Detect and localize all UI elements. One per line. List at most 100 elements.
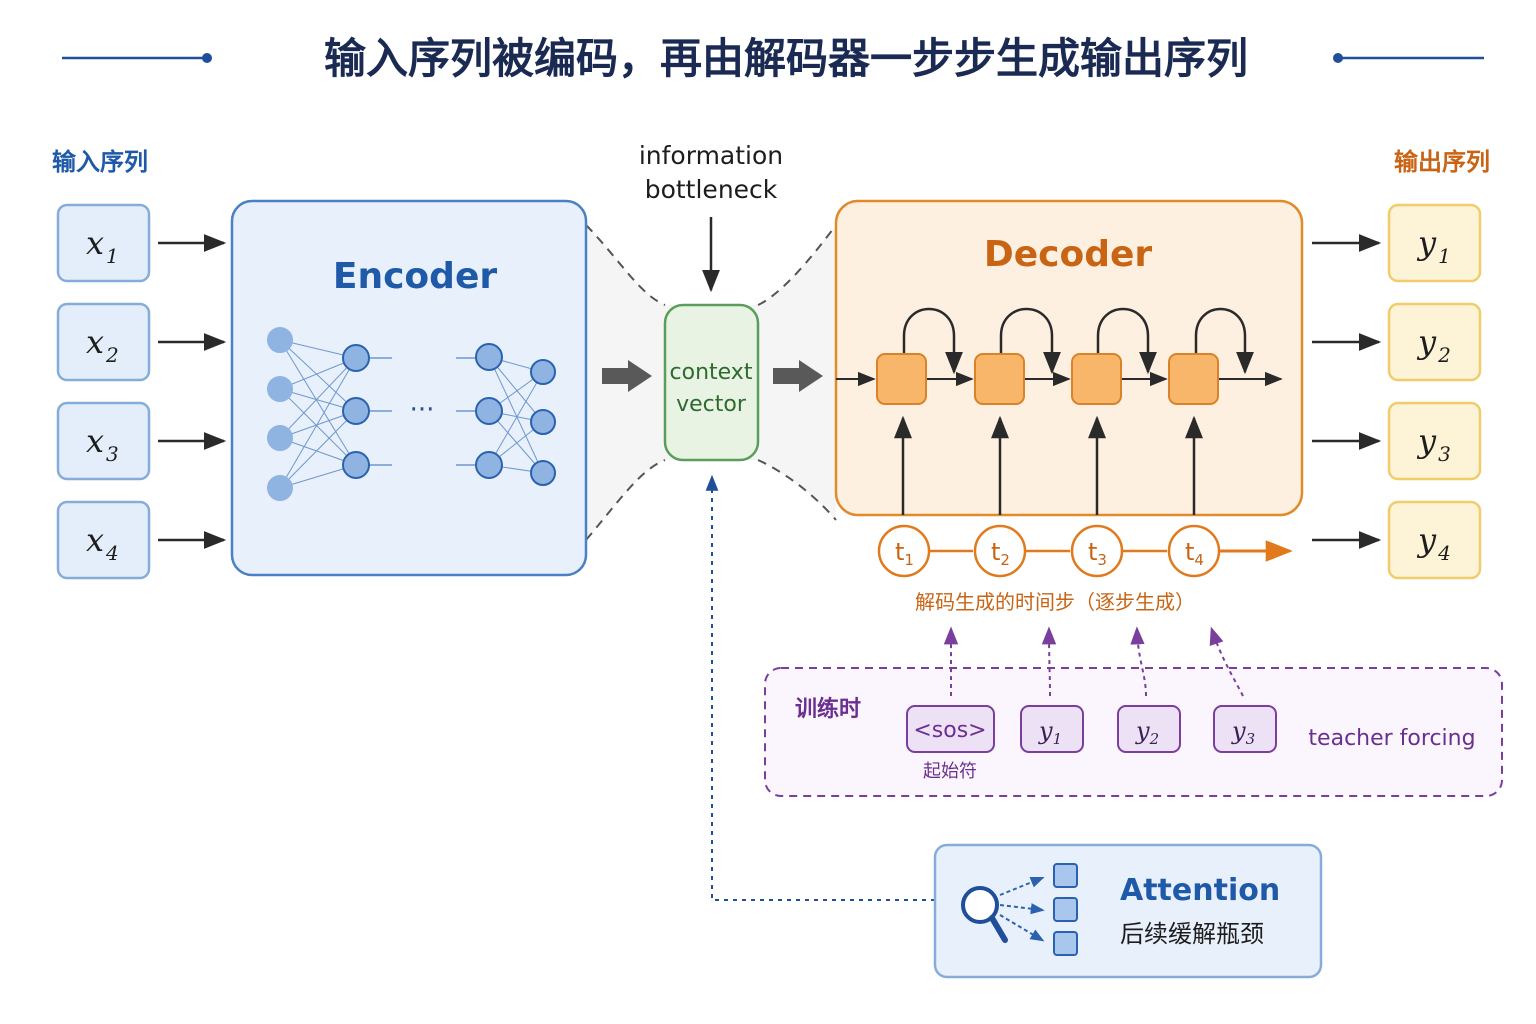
svg-text:y3: y3 (1416, 422, 1451, 466)
teacher-sub: 2 (1149, 730, 1160, 748)
svg-text:x2: x2 (86, 323, 119, 367)
attention-slot (1053, 931, 1078, 956)
timestep: t4 (1167, 524, 1221, 578)
training-region: 训练时 <sos> 起始符 y1 y2 y3 teacher forcing (764, 626, 1503, 797)
output-var: y (1416, 422, 1437, 460)
output-sub: 1 (1438, 244, 1451, 268)
attention-weights (999, 863, 1078, 956)
arrow-icon (1209, 626, 1244, 697)
input-var: x (86, 323, 104, 361)
teacher-forcing-label: teacher forcing (1308, 726, 1475, 751)
input-sub: 3 (106, 442, 119, 466)
arrow-icon (999, 914, 1045, 942)
svg-text:x1: x1 (86, 224, 119, 268)
context-label-line1: context (670, 360, 753, 385)
svg-text:x3: x3 (86, 422, 119, 466)
encoder-box (230, 199, 588, 577)
input-sequence-label: 输入序列 (52, 148, 148, 176)
input-var: x (86, 422, 104, 460)
timestep: t1 (877, 524, 931, 578)
svg-text:t1: t1 (895, 538, 914, 569)
decoder-cell (1071, 353, 1122, 405)
network-edge (279, 388, 357, 466)
encoder-ellipsis: ··· (410, 395, 435, 425)
svg-text:t2: t2 (991, 538, 1010, 569)
svg-text:y4: y4 (1416, 521, 1451, 565)
timestep-sub: 2 (1000, 551, 1010, 569)
input-sub: 4 (105, 541, 119, 565)
output-sub: 2 (1437, 343, 1451, 367)
timestep-sub: 1 (904, 551, 914, 569)
input-sub: 1 (106, 244, 119, 268)
network-node (267, 475, 293, 501)
arrow-icon (1130, 626, 1147, 697)
network-edge (488, 356, 544, 423)
loop-arrow-icon (999, 307, 1061, 375)
svg-text:y1: y1 (1416, 224, 1451, 268)
network-edge (279, 410, 357, 489)
output-var: y (1416, 323, 1437, 361)
output-arrows (1312, 234, 1382, 549)
output-sub: 4 (1437, 541, 1451, 565)
network-node (267, 376, 293, 402)
network-node (267, 425, 293, 451)
arrow-icon (773, 360, 823, 392)
timestep-var: t (1185, 538, 1194, 566)
sos-token: <sos> (906, 705, 995, 753)
teacher-token: y2 (1117, 705, 1181, 753)
network-node (475, 397, 503, 425)
svg-text:t4: t4 (1185, 538, 1204, 569)
svg-text:t3: t3 (1088, 538, 1107, 569)
output-var: y (1416, 224, 1437, 262)
network-edge (488, 356, 544, 474)
page-title: 输入序列被编码，再由解码器一步步生成输出序列 (324, 34, 1248, 83)
input-var: x (86, 224, 104, 262)
network-edge (279, 339, 357, 466)
network-node (342, 344, 370, 372)
network-node (342, 397, 370, 425)
network-node (530, 460, 556, 486)
teacher-sub: 3 (1246, 730, 1256, 748)
output-sub: 3 (1438, 442, 1451, 466)
title-dot-right (1333, 53, 1343, 63)
network-node (530, 409, 556, 435)
input-var: x (86, 521, 104, 559)
network-edge (488, 371, 544, 466)
magnifier-icon (961, 886, 1008, 943)
teacher-token: y3 (1213, 705, 1277, 753)
output-var: y (1416, 521, 1437, 559)
loop-arrow-icon (1194, 307, 1254, 375)
attention-block: Attention 后续缓解瓶颈 (933, 843, 1323, 979)
timestep-sub: 4 (1194, 551, 1204, 569)
sos-label: <sos> (913, 718, 986, 743)
teacher-var: y (1231, 717, 1246, 745)
network-node (475, 451, 503, 479)
svg-text:y1: y1 (1038, 717, 1062, 748)
training-label: 训练时 (795, 696, 861, 722)
title-dot-left (202, 53, 212, 63)
arrow-icon (602, 360, 652, 392)
encoder-block: Encoder ··· (230, 199, 588, 577)
network-edge (279, 357, 357, 439)
attention-subtitle: 后续缓解瓶颈 (1120, 920, 1264, 948)
decoder-label: Decoder (984, 234, 1153, 275)
svg-text:y3: y3 (1231, 717, 1255, 748)
network-node (530, 359, 556, 385)
svg-text:y2: y2 (1416, 323, 1451, 367)
teacher-var: y (1038, 717, 1053, 745)
attention-slot (1053, 863, 1078, 888)
context-vector-box (663, 303, 760, 462)
context-label-line2: vector (676, 392, 747, 417)
network-node (342, 451, 370, 479)
decoder-cell (876, 353, 927, 405)
attention-connector-arrow-icon (705, 474, 935, 901)
network-edge (279, 339, 357, 412)
network-edge (279, 357, 357, 489)
